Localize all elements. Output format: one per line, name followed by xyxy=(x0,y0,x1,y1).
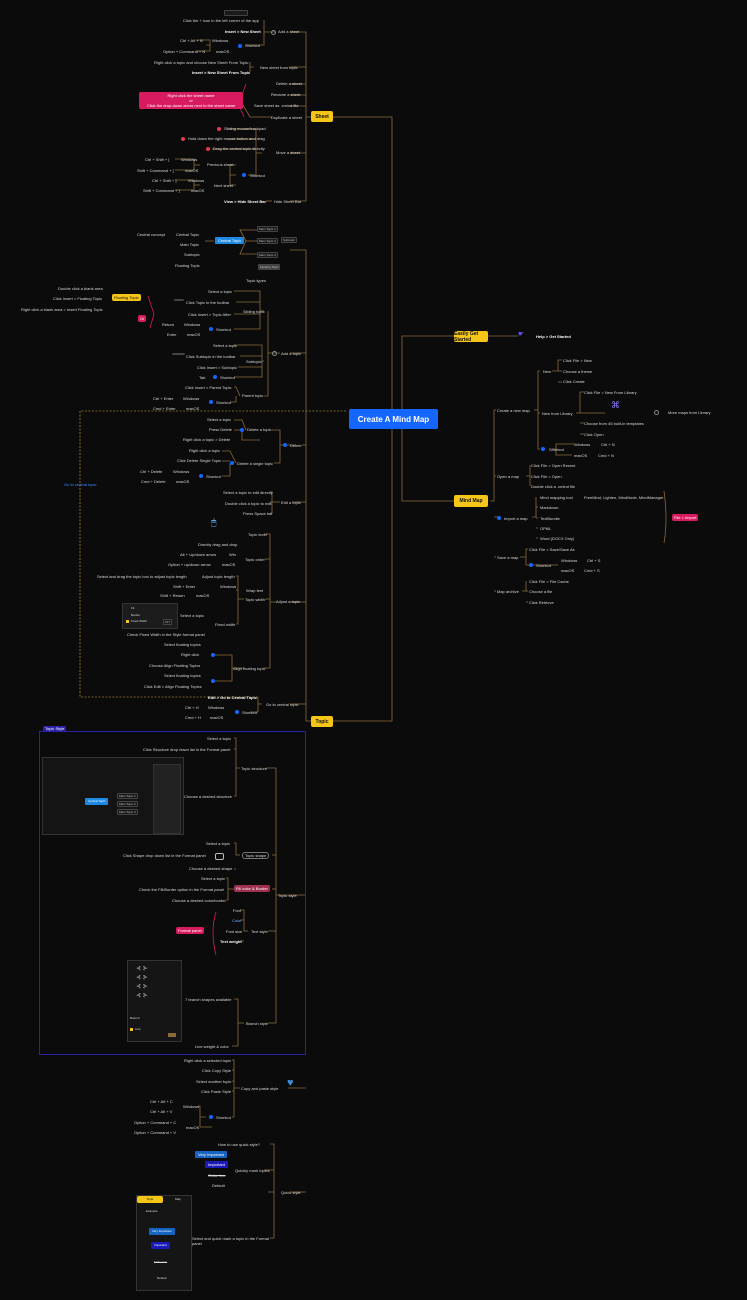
topic-toolbar-icon xyxy=(174,299,184,301)
mouse-icon: 🖱 xyxy=(211,520,216,525)
go-to-central-link[interactable]: Go to central topic xyxy=(64,482,96,487)
sheet-click-plus: Click the + icon in the left corner of t… xyxy=(183,18,259,23)
main-topic-sheet[interactable]: Sheet xyxy=(311,111,333,122)
fixed-width-panel: Fit Border Fixed Width 137 xyxy=(122,603,178,629)
sheet-insert-new: Insert > New Sheet xyxy=(225,29,261,34)
file-import-badge: File > Import xyxy=(672,514,698,521)
topic-style-tag: Topic Style xyxy=(43,726,66,732)
main-topic-easily-get-started[interactable]: Easily Get Started xyxy=(454,331,488,342)
quick-style-panel: Style Map Example Very Important Importa… xyxy=(136,1195,192,1291)
main-topic-mind-map[interactable]: Mind Map xyxy=(454,495,488,507)
main-topic-topic[interactable]: Topic xyxy=(311,716,333,727)
sheet-add: Add a sheet xyxy=(278,29,299,34)
floating-topic-badge: Floating Topic xyxy=(112,294,141,301)
heart-icon: ♥ xyxy=(287,1081,294,1086)
central-topic[interactable]: Create A Mind Map xyxy=(349,409,438,429)
shortcut-icon xyxy=(238,44,242,48)
mini-central-topic: Central Topic xyxy=(215,237,244,244)
right-click-sheet-name-note: Right click the sheet name or Click the … xyxy=(139,92,243,109)
structure-screenshot: Central Topic Main Topic 1 Main Topic 2 … xyxy=(42,757,184,835)
or-badge: Or xyxy=(138,315,146,322)
branch-style-screenshot: ⊰ ⊱⊰ ⊱⊰ ⊱⊰ ⊱ Branch Line xyxy=(127,960,182,1042)
hand-pointer-icon: ☛ xyxy=(518,332,524,337)
templates-icon: ⌘ xyxy=(611,403,620,408)
help-get-started: Help > Get Started xyxy=(536,334,571,339)
